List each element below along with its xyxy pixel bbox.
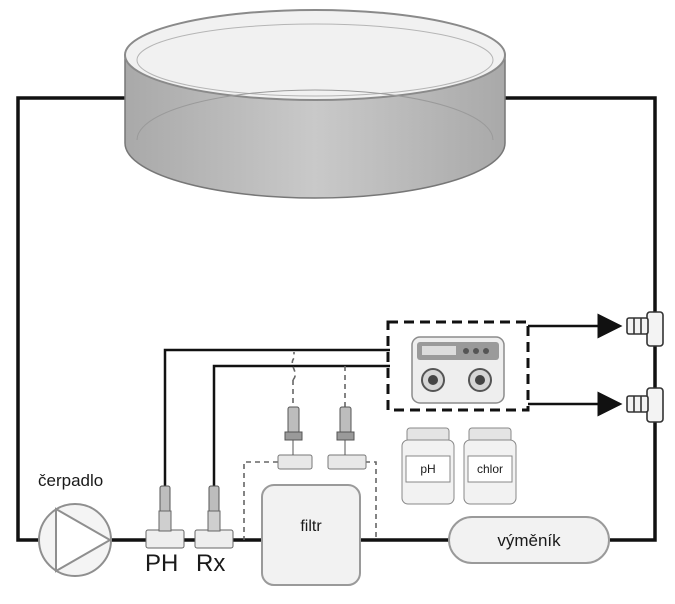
controller-enclosure: [386, 320, 530, 412]
heat-exchanger-box: [448, 516, 610, 564]
filter-box: [261, 484, 361, 586]
sensor-cables: [163, 348, 390, 505]
heat-exchanger-label: výměník: [497, 531, 561, 550]
dosing-lines: [243, 352, 377, 540]
pool: [124, 9, 506, 199]
filter-label: filtr: [300, 518, 322, 535]
chlor-canister: [463, 427, 517, 505]
ph-canister-label: pH: [420, 462, 435, 476]
ph-probe-label: PH: [145, 550, 178, 577]
pump-icon: [38, 503, 113, 577]
ph-canister: [401, 427, 455, 505]
rx-probe-label: Rx: [196, 550, 225, 577]
probe-icon: [277, 406, 367, 470]
chlor-canister-label: chlor: [477, 462, 503, 476]
injection-valve-icon: [626, 311, 664, 423]
ph-rx-probes: [145, 485, 234, 549]
pump-label: čerpadlo: [38, 471, 103, 490]
dosing-unit-icon: [411, 336, 505, 404]
